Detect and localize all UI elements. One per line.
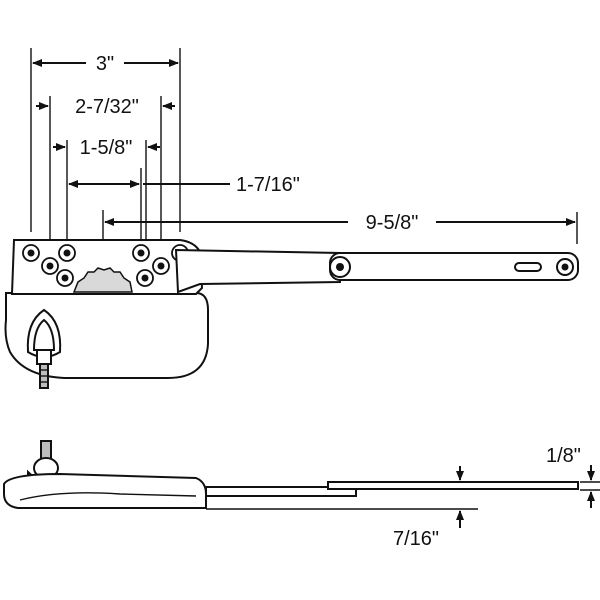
dimension-1-5-8in: 1-5/8" (53, 137, 160, 159)
side-view: 1/8" 7/16" (3, 440, 600, 550)
dimension-1-8in: 1/8" (546, 445, 600, 508)
dimension-label-1-8in: 1/8" (546, 445, 581, 467)
dimension-label-3in: 3" (96, 53, 114, 75)
side-arm (205, 486, 357, 497)
side-housing (3, 472, 207, 509)
arm-slot-icon (514, 262, 542, 272)
dimension-9-5-8in: 9-5/8" (104, 212, 576, 234)
top-view: 3" 2-7/32" 1-5/8" 1-7/16" 9-5/8" (4, 48, 579, 389)
dimension-2-7-32in: 2-7/32" (36, 96, 175, 118)
dimension-label-1-5-8in: 1-5/8" (80, 137, 133, 159)
dimension-label-7-16in: 7/16" (393, 528, 439, 550)
dimension-label-1-7-16in: 1-7/16" (236, 174, 300, 196)
dimension-1-7-16in: 1-7/16" (68, 174, 300, 196)
side-arm-extension (327, 481, 579, 490)
operator-arm (174, 248, 341, 294)
crank-stud (26, 308, 62, 389)
dimension-label-9-5-8in: 9-5/8" (366, 212, 419, 234)
operator-housing (4, 292, 209, 379)
dimension-7-16in: 7/16" (393, 466, 464, 550)
gear-sector-icon (72, 267, 133, 293)
dimension-label-2-7-32in: 2-7/32" (75, 96, 139, 118)
dimension-3in: 3" (32, 53, 179, 75)
extension-lines (30, 48, 578, 260)
